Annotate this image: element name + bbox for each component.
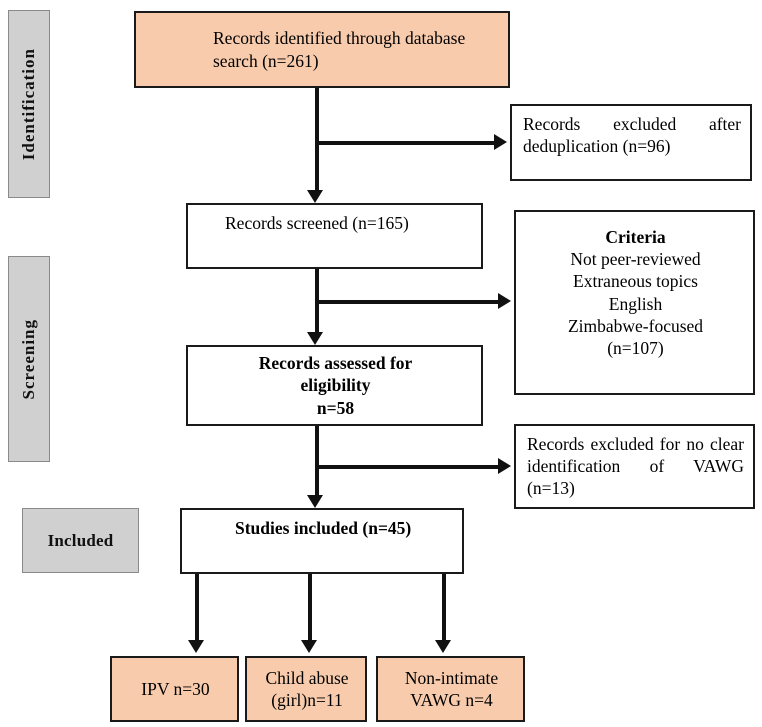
node-records-identified-text: Records identified through database sear… (213, 28, 466, 71)
node-outcome-non-intimate: Non-intimate VAWG n=4 (376, 656, 525, 722)
connector-to-criteria (315, 300, 499, 304)
node-outcome-child-abuse: Child abuse (girl)n=11 (245, 656, 367, 722)
node-criteria-item-3: Zimbabwe-focused (567, 315, 704, 336)
node-studies-included: Studies included (n=45) (180, 508, 464, 574)
arrowhead-criteria (498, 293, 511, 309)
arrowhead-non-intimate (435, 640, 451, 653)
connector-included-to-child-abuse (308, 574, 312, 642)
node-records-assessed-line2: eligibility (300, 375, 371, 396)
stage-label-screening-text: Screening (19, 318, 38, 400)
node-records-excluded-vawg-text: Records excluded for no clear identifica… (527, 434, 744, 499)
connector-included-to-ipv (195, 574, 199, 642)
stage-label-screening: Screening (8, 256, 50, 462)
node-criteria: Criteria Not peer-reviewed Extraneous to… (514, 210, 755, 395)
node-outcome-non-intimate-line1: Non-intimate (404, 667, 499, 688)
node-outcome-ipv: IPV n=30 (110, 656, 239, 722)
node-outcome-child-abuse-line2: (girl)n=11 (271, 690, 343, 710)
node-studies-included-text: Studies included (n=45) (235, 518, 412, 538)
connector-to-excluded-vawg (315, 465, 499, 469)
arrowhead-child-abuse (301, 640, 317, 653)
arrowhead-assessed (307, 332, 323, 345)
arrowhead-studies-included (307, 495, 323, 508)
connector-identified-to-screened (315, 88, 319, 192)
node-criteria-item-1: Extraneous topics (573, 271, 698, 292)
arrowhead-excluded-dedup (494, 134, 507, 150)
stage-label-included: Included (22, 508, 139, 573)
node-criteria-heading: Criteria (605, 227, 666, 247)
node-records-screened-text: Records screened (n=165) (225, 213, 409, 233)
arrowhead-excluded-vawg (498, 458, 511, 474)
node-criteria-item-2: English (608, 293, 663, 314)
connector-included-to-non-intimate (442, 574, 446, 642)
node-records-excluded-dedup: Records excluded after deduplication (n=… (510, 104, 752, 181)
node-records-excluded-dedup-text: Records excluded after deduplication (n=… (523, 114, 741, 157)
node-records-screened: Records screened (n=165) (186, 203, 483, 269)
node-outcome-non-intimate-line2: VAWG n=4 (410, 690, 493, 710)
node-records-identified: Records identified through database sear… (134, 11, 510, 88)
stage-label-included-text: Included (47, 530, 114, 550)
node-outcome-child-abuse-line1: Child abuse (265, 667, 349, 688)
connector-assessed-to-included (315, 426, 319, 497)
arrowhead-screened (307, 190, 323, 203)
node-records-assessed-line3: n=58 (316, 397, 355, 418)
node-outcome-ipv-line1: IPV n=30 (141, 678, 210, 699)
stage-label-identification-text: Identification (19, 47, 38, 161)
node-criteria-count: (n=107) (607, 338, 664, 359)
stage-label-identification: Identification (8, 10, 50, 198)
node-records-assessed-line1: Records assessed for (258, 353, 413, 374)
node-records-assessed: Records assessed for eligibility n=58 (186, 345, 483, 426)
node-records-excluded-vawg: Records excluded for no clear identifica… (514, 424, 755, 509)
connector-to-excluded-dedup (315, 141, 495, 145)
node-criteria-item-0: Not peer-reviewed (570, 249, 701, 270)
arrowhead-ipv (188, 640, 204, 653)
